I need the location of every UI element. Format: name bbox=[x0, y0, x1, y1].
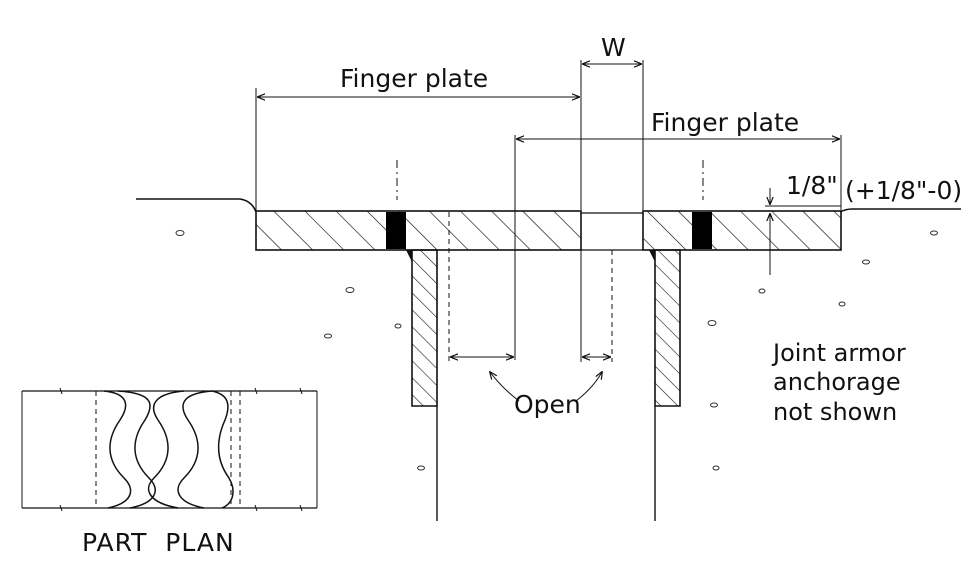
road-surface-right bbox=[839, 208, 961, 213]
right-weld bbox=[649, 250, 655, 262]
right-finger-plate bbox=[642, 210, 842, 251]
open-leader-right bbox=[575, 372, 602, 402]
finger-plate-right-label: Finger plate bbox=[651, 108, 800, 137]
part-plan-label: PART PLAN bbox=[82, 528, 235, 557]
left-seal bbox=[386, 212, 406, 249]
road-surface-left bbox=[136, 198, 257, 213]
right-seal bbox=[692, 212, 712, 249]
concrete-specks bbox=[175, 230, 938, 471]
right-angle-leg bbox=[654, 249, 681, 407]
open-label: Open bbox=[514, 390, 581, 419]
left-weld bbox=[406, 250, 412, 262]
gap-main-label: 1/8" bbox=[786, 171, 838, 200]
left-finger-plate bbox=[255, 210, 582, 251]
gap-tolerance-label: (+1/8"-0) bbox=[845, 176, 963, 205]
left-angle-leg bbox=[411, 249, 438, 407]
open-leader-left bbox=[490, 372, 520, 402]
finger-plate-left-label: Finger plate bbox=[340, 64, 489, 93]
joint-armor-note: Joint armor anchorage not shown bbox=[773, 339, 906, 426]
w-dimension-label: W bbox=[601, 33, 626, 62]
part-plan-inset bbox=[21, 387, 318, 512]
